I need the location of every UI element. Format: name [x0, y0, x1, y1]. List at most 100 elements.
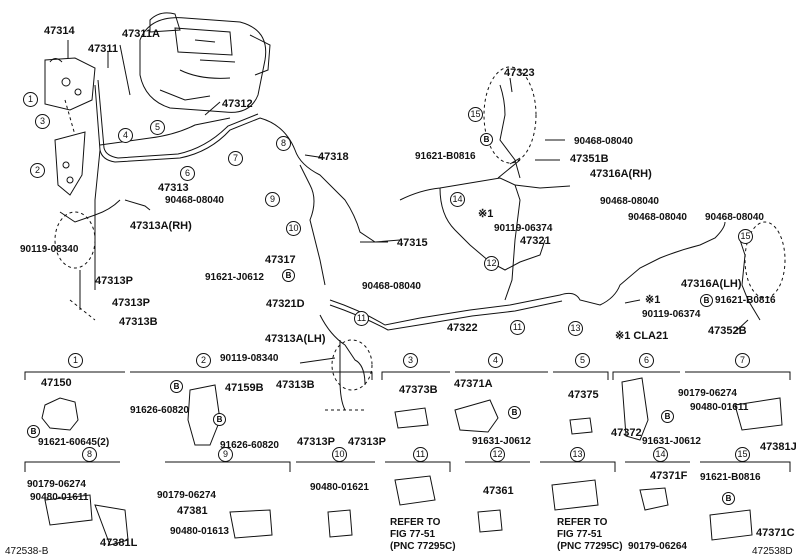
legend-9-part-a: 90179-06274: [157, 490, 216, 501]
part-label-47313b: 47313B: [119, 316, 158, 328]
legend-2-part-a: 47159B: [225, 382, 264, 394]
footer-code-right: 472538D: [752, 546, 793, 557]
legend-callout-6: 6: [639, 353, 654, 368]
note-mark-a: ※1: [478, 208, 494, 220]
part-label-47313p-b: 47313P: [112, 297, 150, 309]
legend-callout-11: 11: [413, 447, 428, 462]
brake-tube-lines: [59, 79, 761, 411]
callout-11b: 11: [510, 320, 525, 335]
legend-part-shapes: [41, 377, 783, 546]
b-marker: B: [700, 294, 713, 307]
callout-8: 8: [276, 136, 291, 151]
b-marker: B: [27, 425, 40, 438]
legend-10-part-a: 90480-01621: [310, 482, 369, 493]
legend-3-part-a: 47373B: [399, 384, 438, 396]
legend-2-part-b: 91626-60820: [130, 405, 189, 416]
b-marker: B: [282, 269, 295, 282]
legend-5-part-a: 47375: [568, 389, 599, 401]
b-marker: B: [661, 410, 674, 423]
callout-3: 3: [35, 114, 50, 129]
part-number-90468-c: 90468-08040: [600, 196, 659, 207]
legend-6-part-b: 91631-J0612: [642, 436, 701, 447]
master-cylinder-drawing: [139, 12, 271, 113]
part-label-47313: 47313: [158, 182, 189, 194]
part-label-47313p-c: 47313P: [297, 436, 335, 448]
legend-7-part-a: 90179-06274: [678, 388, 737, 399]
part-label-47323: 47323: [504, 67, 535, 79]
part-number-90468-d: 90468-08040: [628, 212, 687, 223]
part-label-47311: 47311: [88, 43, 118, 55]
legend-callout-5: 5: [575, 353, 590, 368]
legend-13-ref-b: FIG 77-51: [557, 529, 603, 540]
note-mark-b: ※1: [645, 294, 661, 306]
callout-6: 6: [180, 166, 195, 181]
part-label-47313b-lower: 47313B: [276, 379, 315, 391]
callout-2: 2: [30, 163, 45, 178]
legend-13-ref-a: REFER TO: [557, 517, 608, 528]
legend-9-part-b: 47381: [177, 505, 208, 517]
leader-lines: [67, 40, 749, 364]
legend-callout-1: 1: [68, 353, 83, 368]
legend-11-ref-a: REFER TO: [390, 517, 441, 528]
callout-14: 14: [450, 192, 465, 207]
part-label-47313a-rh: 47313A(RH): [130, 220, 192, 232]
part-label-47315: 47315: [397, 237, 428, 249]
callout-7: 7: [228, 151, 243, 166]
legend-8-part-a: 90179-06274: [27, 479, 86, 490]
part-number-90119-b: 90119-08340: [220, 353, 279, 364]
part-number-90468-e: 90468-08040: [705, 212, 764, 223]
b-marker: B: [722, 492, 735, 505]
part-label-47316a-lh: 47316A(LH): [681, 278, 742, 290]
legend-15-part-a: 91621-B0816: [700, 472, 761, 483]
legend-callout-12: 12: [490, 447, 505, 462]
legend-callout-4: 4: [488, 353, 503, 368]
b-marker: B: [170, 380, 183, 393]
legend-13-ref-c: (PNC 77295C): [557, 541, 623, 552]
legend-4-part-a: 47371A: [454, 378, 493, 390]
part-label-47321: 47321: [520, 235, 551, 247]
legend-1-part-b: 91621-60645(2): [38, 437, 110, 448]
footer-code-left: 472538-B: [5, 546, 49, 557]
callout-1: 1: [23, 92, 38, 107]
legend-7-part-b: 90480-01611: [690, 402, 749, 413]
callout-10: 10: [286, 221, 301, 236]
legend-8-part-c: 47381L: [100, 537, 138, 549]
part-label-47312: 47312: [222, 98, 253, 110]
part-label-47316a-rh: 47316A(RH): [590, 168, 652, 180]
legend-callout-13: 13: [570, 447, 585, 462]
legend-12-part-a: 47361: [483, 485, 514, 497]
part-label-47322: 47322: [447, 322, 478, 334]
legend-callout-10: 10: [332, 447, 347, 462]
b-marker: B: [480, 133, 493, 146]
legend-callout-7: 7: [735, 353, 750, 368]
legend-11-ref-c: (PNC 77295C): [390, 541, 456, 552]
callout-5: 5: [150, 120, 165, 135]
b-marker: B: [213, 413, 226, 426]
callout-12: 12: [484, 256, 499, 271]
part-label-47317: 47317: [265, 254, 296, 266]
legend-box-lines: [24, 371, 791, 472]
legend-14-part-b: 90179-06264: [628, 541, 687, 552]
callout-9: 9: [265, 192, 280, 207]
legend-callout-2: 2: [196, 353, 211, 368]
callout-15a: 15: [468, 107, 483, 122]
part-number-90468-b: 90468-08040: [574, 136, 633, 147]
note-cla21: ※1 CLA21: [615, 330, 669, 342]
callout-15b: 15: [738, 229, 753, 244]
legend-callout-9: 9: [218, 447, 233, 462]
legend-callout-14: 14: [653, 447, 668, 462]
legend-8-part-b: 90480-01611: [30, 492, 89, 503]
part-label-47313p-d: 47313P: [348, 436, 386, 448]
part-number-91621-b0816-b: 91621-B0816: [715, 295, 776, 306]
callout-11a: 11: [354, 311, 369, 326]
legend-1-part-a: 47150: [41, 377, 72, 389]
legend-callout-15: 15: [735, 447, 750, 462]
b-marker: B: [508, 406, 521, 419]
part-number-90119-c: 90119-06374: [494, 223, 553, 234]
legend-7-part-c: 47381J: [760, 441, 797, 453]
legend-4-part-b: 91631-J0612: [472, 436, 531, 447]
legend-callout-8: 8: [82, 447, 97, 462]
callout-13: 13: [568, 321, 583, 336]
